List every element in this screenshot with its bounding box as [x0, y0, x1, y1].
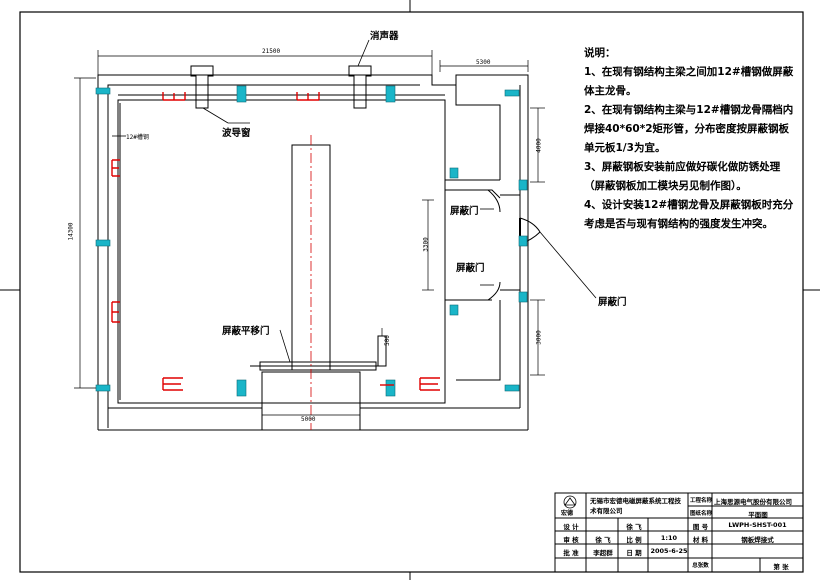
title-block-grid	[554, 492, 804, 573]
dim-right-b: 3300	[422, 237, 430, 252]
material-value: 钢板焊接式	[741, 536, 774, 544]
leader-lines	[112, 39, 597, 363]
sheets-label: 总张数	[692, 563, 709, 569]
number-label: 图 号	[692, 523, 709, 531]
dimension-lines	[74, 50, 545, 416]
dim-right-a: 4000	[535, 138, 543, 153]
outer-walls	[97, 74, 541, 431]
sheet-frame	[19, 11, 804, 573]
dim-right-c: 3000	[535, 330, 543, 345]
shield-door-label-3: 屏蔽门	[598, 297, 627, 308]
drawing-label: 图纸名称	[690, 511, 712, 517]
note-item: 3、屏蔽钢板安装前应做好碳化做防锈处理（屏蔽钢板加工模块另见制作图）。	[584, 161, 781, 192]
dim-top-width: 21500	[262, 48, 281, 55]
shield-door-label-1: 屏蔽门	[450, 206, 479, 217]
check-label-2: 徐 飞	[626, 523, 642, 531]
drawing-name: 平面图	[748, 511, 768, 519]
steel-members	[95, 85, 528, 397]
design-notes: 说明： 1、在现有钢结构主梁之间加12#槽钢做屏蔽体主龙骨。 2、在现有钢结构主…	[584, 44, 799, 234]
scale-value: 1:10	[660, 534, 678, 542]
channel-note-label: 12#槽钢	[126, 134, 149, 141]
company-left: 无锡市宏德电磁屏蔽系统工程技术有限公司	[590, 497, 681, 515]
date-value: 2005-6-25	[650, 547, 688, 555]
material-label: 材 料	[692, 536, 709, 544]
waveguide-window-label: 波导窗	[222, 128, 251, 139]
dim-small-a: 500	[383, 335, 391, 346]
dim-bottom-width: 5000	[301, 416, 316, 423]
project-name: 上海思源电气股份有限公司	[714, 498, 792, 506]
page-label: 第 张	[773, 563, 789, 571]
note-item: 1、在现有钢结构主梁之间加12#槽钢做屏蔽体主龙骨。	[584, 66, 794, 97]
check-label: 审 核	[563, 536, 579, 544]
notes-heading: 说明：	[584, 47, 616, 59]
scale-label: 比 例	[626, 536, 642, 544]
note-item: 2、在现有钢结构主梁与12#槽钢龙骨隔档内焊接40*60*2矩形管，分布密度按屏…	[584, 104, 794, 154]
dim-right-width: 5300	[476, 59, 491, 66]
shield-door-label-2: 屏蔽门	[456, 263, 485, 274]
muffler-label: 消声器	[370, 31, 399, 42]
approve-name: 李超群	[593, 549, 613, 557]
logo-mark	[563, 495, 577, 509]
muffler-units	[190, 65, 372, 109]
sliding-door-label: 屏蔽平移门	[222, 326, 270, 337]
note-item: 4、设计安装12#槽钢龙骨及屏蔽钢板时充分考虑是否与现有钢结构的强度发生冲突。	[584, 199, 794, 230]
channel-symbols	[111, 92, 440, 391]
approve-label: 批 准	[563, 549, 579, 557]
design-label: 设 计	[563, 523, 579, 531]
number-value: LWPH-SHST-001	[728, 521, 787, 529]
logo-text: 宏德	[561, 510, 574, 517]
project-label: 工程名称	[690, 498, 712, 504]
dim-left-height: 14300	[67, 222, 75, 241]
check-name: 徐 飞	[595, 536, 611, 544]
date-label: 日 期	[626, 549, 642, 557]
